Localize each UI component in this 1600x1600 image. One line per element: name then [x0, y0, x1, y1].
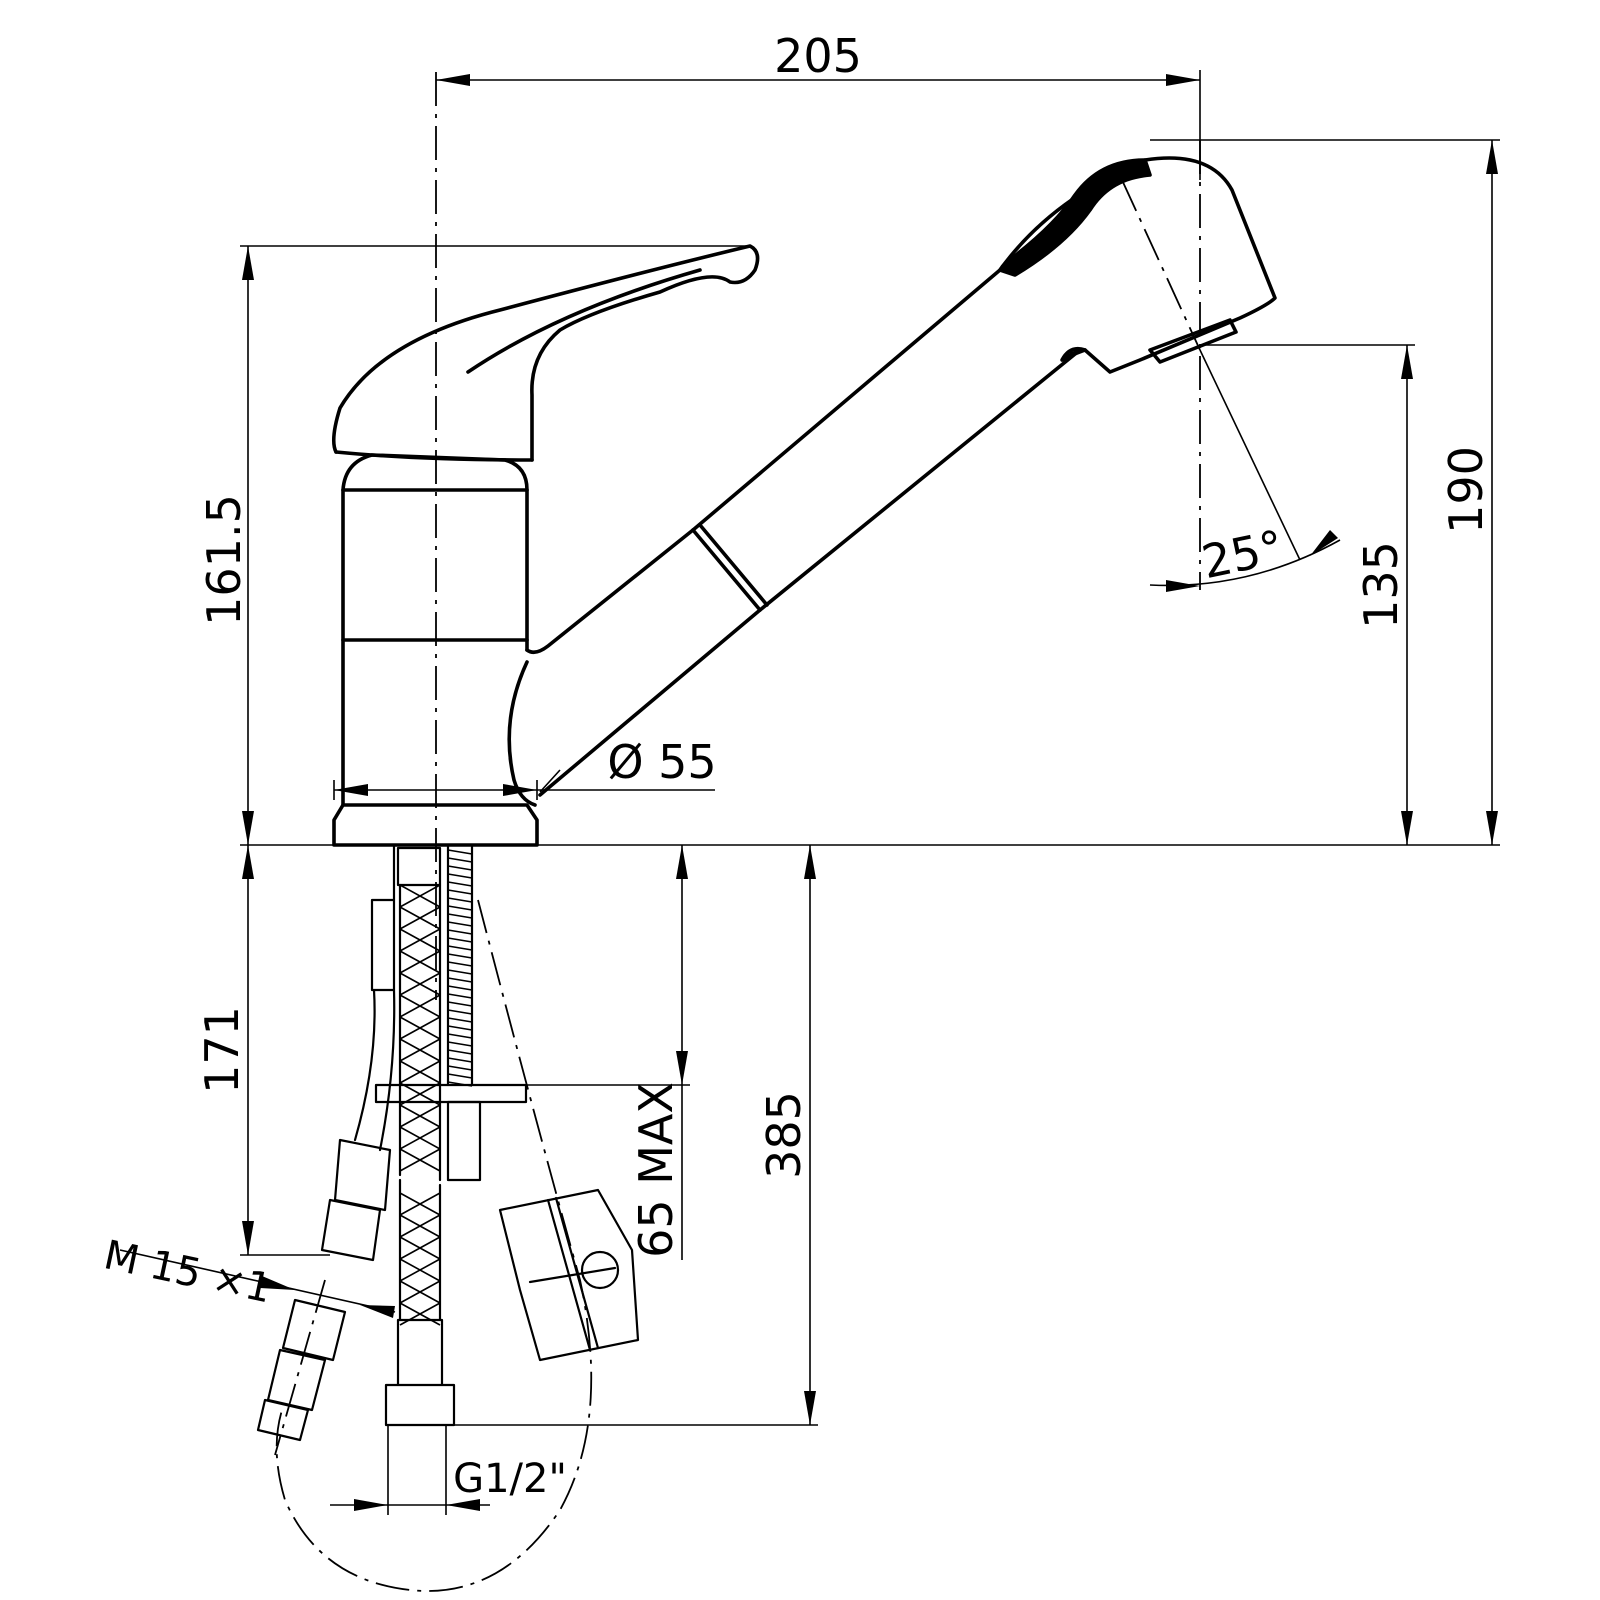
spray-angle-line	[1199, 349, 1301, 561]
braid-mesh-line	[399, 1038, 441, 1062]
dim-height-total: 190	[1439, 446, 1493, 534]
rod-thread-line	[447, 1009, 473, 1015]
rod-thread-line	[447, 1041, 473, 1047]
spout-upper-edge	[691, 268, 1002, 532]
rod-thread-line	[447, 873, 473, 879]
spout-base-curve	[507, 660, 537, 807]
rod-thread-line	[447, 1073, 473, 1079]
braid-mesh-line	[399, 884, 441, 908]
rod-thread-line	[447, 881, 473, 887]
spout-joint	[691, 523, 769, 612]
braid-mesh-line	[399, 1236, 441, 1260]
pullout-path	[275, 899, 593, 1592]
dim-base-diameter: Ø 55	[607, 735, 716, 789]
rod-thread-line	[447, 1057, 473, 1063]
lever-inner-line	[466, 268, 702, 374]
lever-underside	[334, 450, 534, 462]
rod-thread-line	[447, 961, 473, 967]
mounting-nut	[446, 1100, 482, 1182]
under-counter-assembly	[256, 843, 640, 1592]
braid-mesh-line	[399, 906, 441, 930]
dim-spray-angle: 25°	[1197, 519, 1288, 589]
left-hose-fitting	[320, 1138, 392, 1262]
rod-thread-line	[447, 905, 473, 911]
connector-axis	[274, 1279, 326, 1456]
rod-thread-line	[447, 1065, 473, 1071]
lever-handle	[331, 244, 760, 462]
braid-mesh-line	[399, 1258, 441, 1282]
braid-mesh-line	[399, 928, 441, 952]
dimension-labels: 205 161.5 190 135 25° Ø 55 171 65 MAX 38…	[100, 29, 1493, 1502]
braid-mesh-line	[399, 1104, 441, 1128]
braid-mesh-line	[399, 1192, 441, 1216]
rod-thread-line	[447, 937, 473, 943]
faucet-body	[331, 72, 1301, 1000]
rod-thread-line	[447, 1017, 473, 1023]
spray-head-neck	[1060, 346, 1087, 362]
braid-mesh-line	[399, 1214, 441, 1238]
spray-axis	[1121, 179, 1201, 351]
spout-to-body-lower	[538, 608, 762, 797]
rod-thread-line	[447, 913, 473, 919]
braid-mesh-line	[399, 1060, 441, 1084]
rod-thread-line	[447, 849, 473, 855]
dim-width-top: 205	[774, 29, 862, 83]
spray-head	[998, 156, 1277, 374]
rod-thread-line	[447, 977, 473, 983]
braid-mesh-line	[399, 1148, 441, 1172]
rod-thread-line	[447, 1033, 473, 1039]
dim-thread-connection: G1/2"	[453, 1456, 567, 1502]
rod-thread-line	[447, 953, 473, 959]
rod-thread-line	[447, 985, 473, 991]
rod-thread-line	[447, 865, 473, 871]
rod-thread-line	[447, 945, 473, 951]
threaded-rod	[446, 843, 474, 1087]
rod-thread-line	[447, 921, 473, 927]
faucet-column	[341, 453, 529, 807]
rod-thread-line	[447, 897, 473, 903]
braided-hose	[398, 883, 442, 1322]
dim-hose-long: 385	[757, 1091, 811, 1179]
braided-hose-crosshatch	[399, 884, 441, 1326]
rod-thread-line	[447, 1025, 473, 1031]
dim-counter-thickness: 65 MAX	[629, 1082, 683, 1258]
dimension-lines	[119, 70, 1500, 1515]
braid-mesh-line	[399, 1280, 441, 1304]
rod-thread-line	[447, 889, 473, 895]
braid-mesh-line	[399, 972, 441, 996]
counterweight-hole	[580, 1250, 620, 1290]
spout-to-body-upper	[525, 528, 695, 655]
spout-lower-edge	[758, 348, 1082, 612]
braid-mesh-line	[399, 994, 441, 1018]
dim-hose-short: 171	[195, 1006, 249, 1094]
braid-mesh-line	[399, 1302, 441, 1326]
rod-thread-line	[447, 929, 473, 935]
mounting-bracket	[374, 1083, 528, 1104]
counterweight	[498, 1188, 640, 1362]
braid-mesh-line	[399, 1016, 441, 1040]
rod-thread-line	[447, 1049, 473, 1055]
left-hose-outer	[353, 843, 396, 1152]
braided-hose-bottom-fitting	[384, 1318, 456, 1427]
rod-thread-line	[447, 857, 473, 863]
dim-height-outlet: 135	[1354, 541, 1408, 629]
braided-hose-top-fitting	[396, 846, 442, 887]
rod-thread-line	[447, 1001, 473, 1007]
hose-connector	[256, 1298, 347, 1442]
braid-mesh-line	[399, 1126, 441, 1150]
dim-height-handle: 161.5	[197, 494, 251, 626]
braid-mesh-line	[399, 950, 441, 974]
rod-thread-line	[447, 993, 473, 999]
rod-thread-line	[447, 969, 473, 975]
counterweight-axis	[528, 1266, 617, 1284]
spray-nozzle	[1148, 318, 1238, 364]
threaded-rod-threads	[447, 849, 473, 1087]
spray-button	[998, 158, 1152, 277]
